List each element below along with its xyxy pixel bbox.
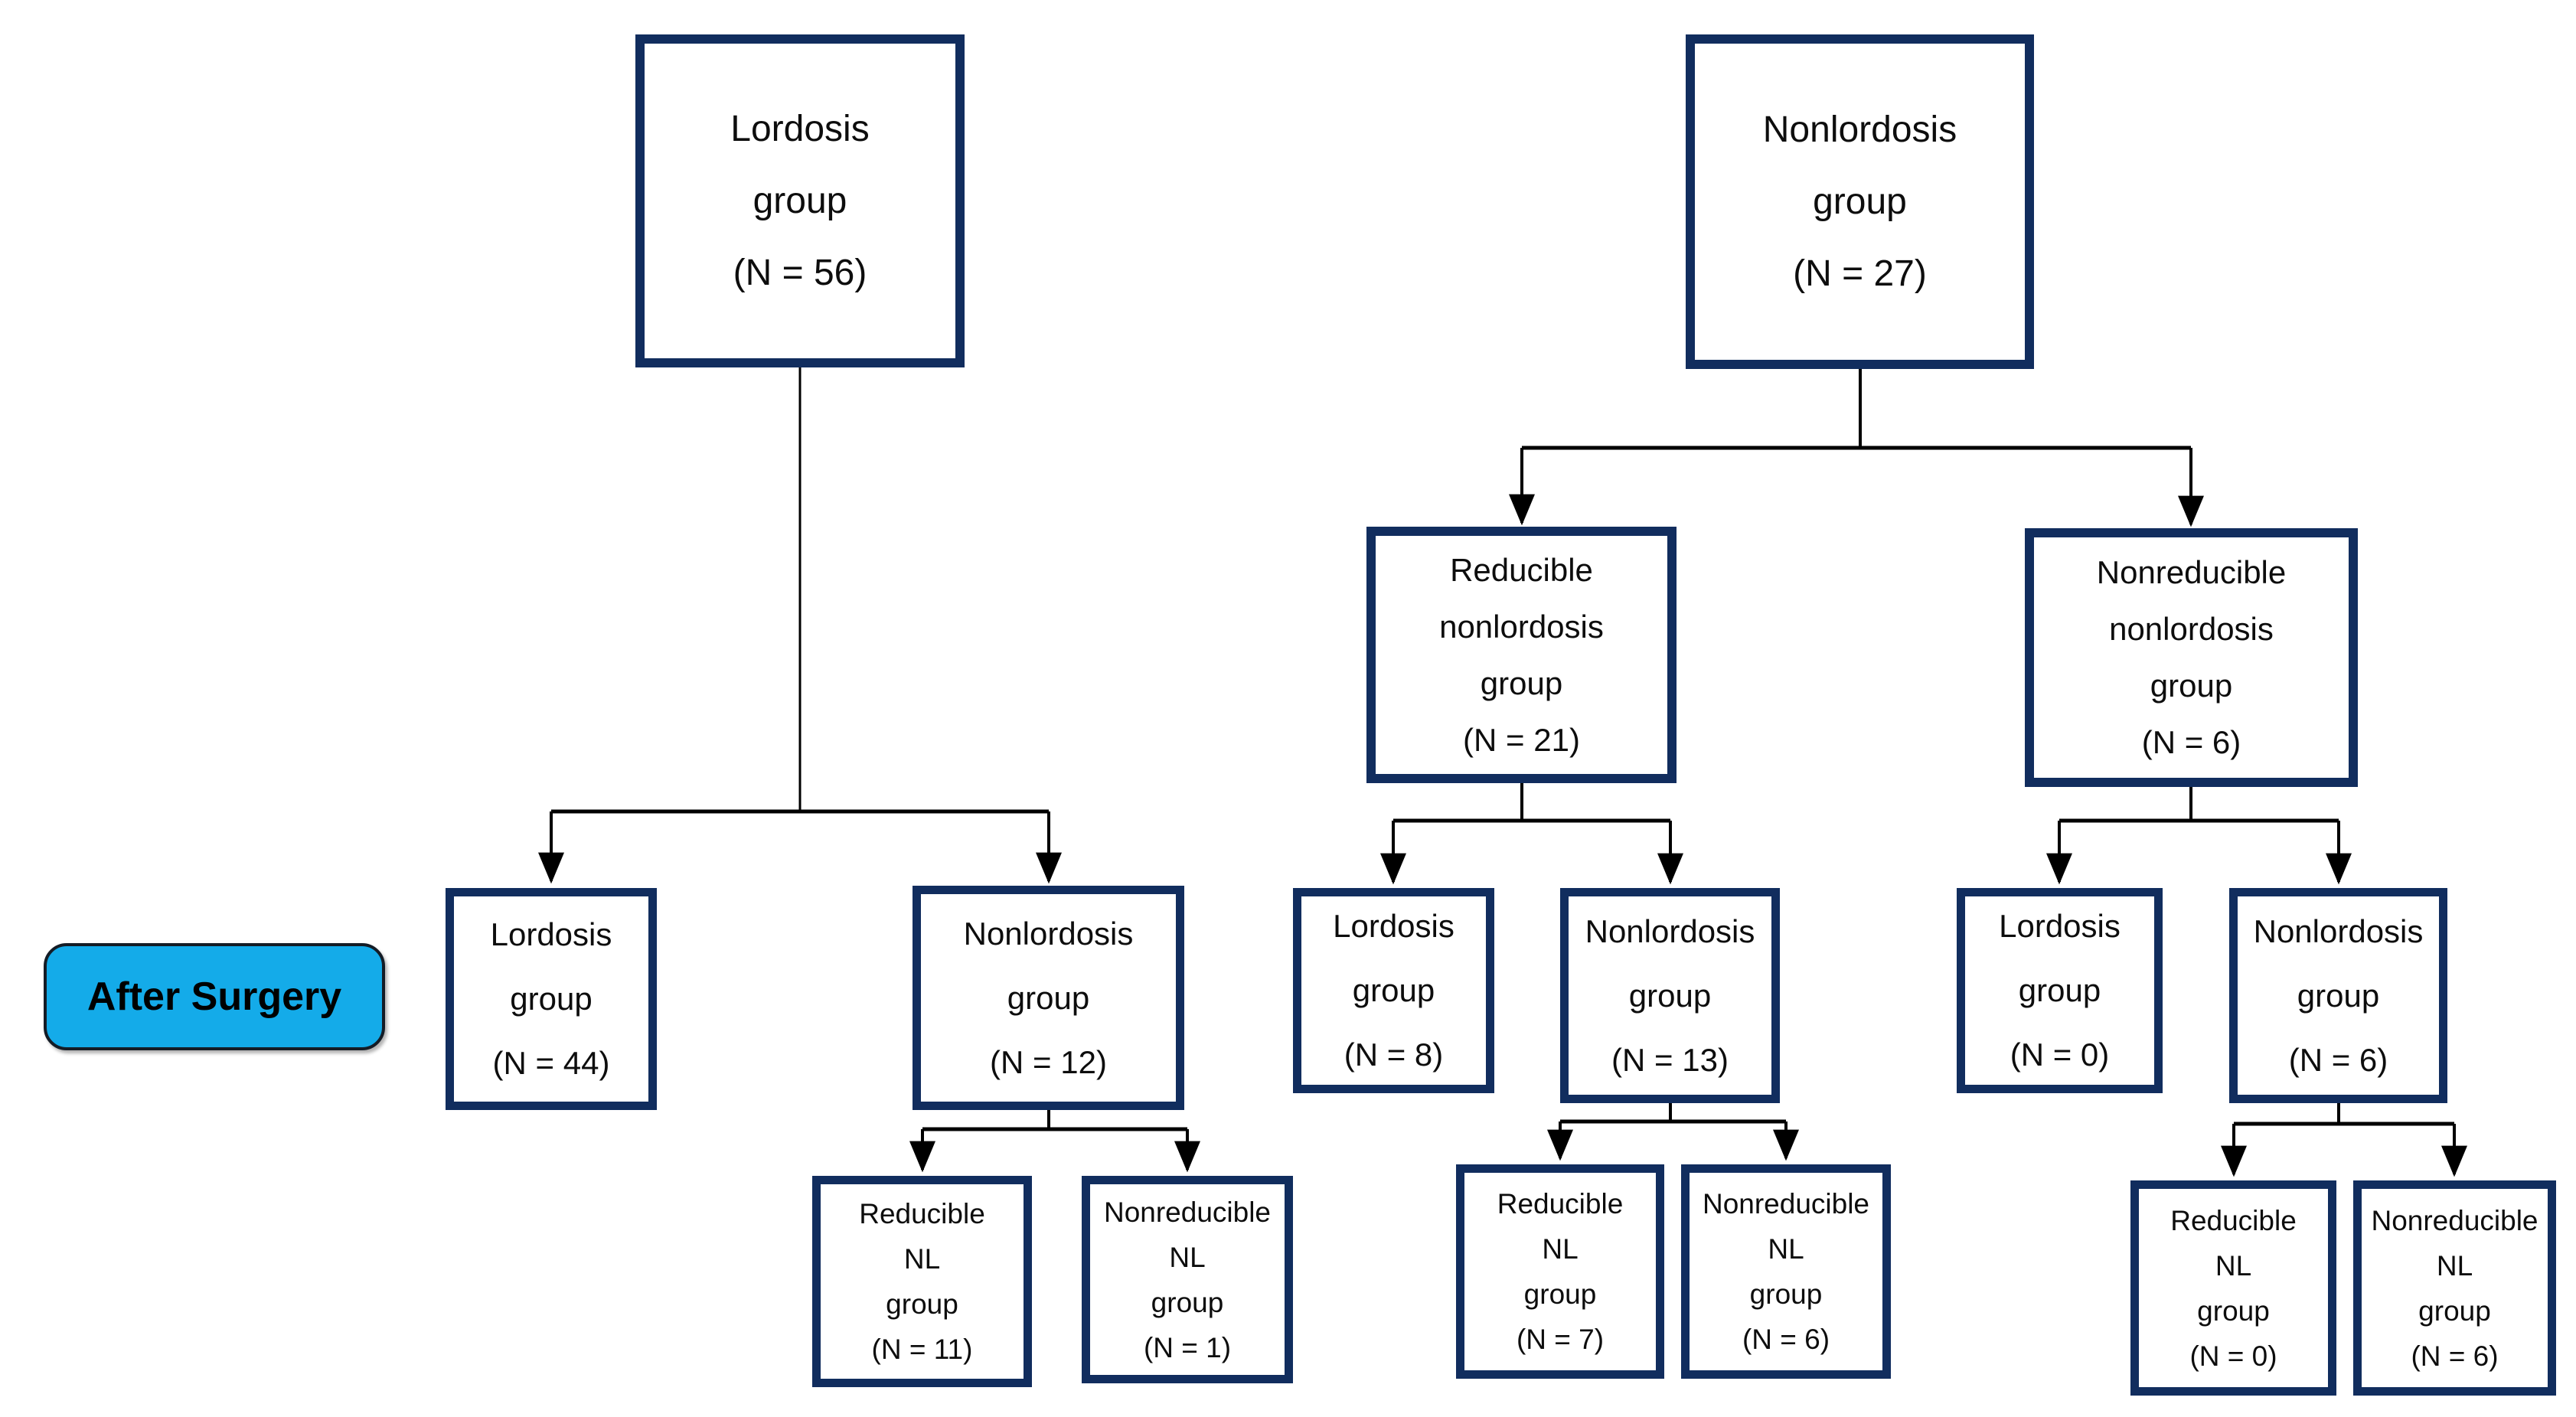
- node-text-line: group: [1749, 1278, 1823, 1310]
- node-text-line: group: [753, 180, 847, 221]
- after-surgery-label: After Surgery: [44, 943, 385, 1050]
- node-text-line: NL: [903, 1243, 941, 1275]
- box-lordosis-after-from-nonreducible: Lordosis group (N = 0): [1957, 888, 2163, 1093]
- node-text-line: group: [2197, 1295, 2270, 1327]
- node-n-value: (N = 13): [1611, 1041, 1729, 1078]
- box-nonlordosis-after-from-lordosis: Nonlordosis group (N = 12): [913, 886, 1184, 1110]
- box-reducible-nl-right: Reducible NL group (N = 0): [2130, 1180, 2336, 1396]
- node-text-line: Nonreducible: [1702, 1188, 1870, 1219]
- box-lordosis-group-pre: Lordosis group (N = 56): [635, 34, 965, 367]
- node-text-line: Reducible: [859, 1198, 985, 1229]
- box-nonreducible-nl-left: Nonreducible NL group (N = 1): [1082, 1176, 1293, 1383]
- node-text-line: NL: [1768, 1233, 1804, 1265]
- connector-nonlordosis-left-to-children: [909, 1110, 1200, 1173]
- box-lordosis-after-from-lordosis: Lordosis group (N = 44): [446, 888, 657, 1110]
- connector-nonlordosis-right-to-children: [2221, 1103, 2467, 1177]
- node-n-value: (N = 0): [2189, 1340, 2277, 1372]
- after-surgery-text: After Surgery: [87, 975, 342, 1019]
- node-text-line: group: [1523, 1278, 1597, 1310]
- node-text-line: nonlordosis: [1439, 608, 1604, 645]
- node-text-line: group: [510, 981, 593, 1017]
- node-n-value: (N = 0): [2010, 1037, 2110, 1073]
- node-text-line: Lordosis: [730, 108, 870, 149]
- node-text-line: group: [2418, 1295, 2491, 1327]
- box-reducible-nl-left: Reducible NL group (N = 11): [812, 1176, 1032, 1387]
- node-n-value: (N = 27): [1793, 253, 1927, 294]
- node-n-value: (N = 21): [1463, 721, 1580, 758]
- connector-nonlordosis-mid-to-children: [1547, 1103, 1799, 1161]
- node-text-line: Nonlordosis: [2253, 913, 2424, 949]
- box-nonreducible-nl-right: Nonreducible NL group (N = 6): [2353, 1180, 2556, 1396]
- node-n-value: (N = 1): [1143, 1331, 1232, 1363]
- node-text-line: NL: [2215, 1249, 2252, 1282]
- box-reducible-nonlordosis-group: Reducible nonlordosis group (N = 21): [1366, 527, 1677, 783]
- node-text-line: group: [1813, 181, 1907, 222]
- node-text-line: group: [1352, 972, 1435, 1008]
- node-text-line: NL: [1542, 1233, 1579, 1265]
- node-text-line: Reducible: [1497, 1188, 1624, 1219]
- node-n-value: (N = 12): [990, 1043, 1107, 1080]
- box-nonlordosis-after-from-reducible: Nonlordosis group (N = 13): [1560, 888, 1780, 1103]
- node-text-line: Nonlordosis: [963, 915, 1134, 952]
- node-text-line: group: [1007, 979, 1090, 1016]
- connector-nonreducible-to-children: [2046, 787, 2352, 885]
- node-text-line: Nonreducible: [2096, 554, 2287, 590]
- node-text-line: group: [1480, 664, 1563, 701]
- connector-reducible-to-children: [1380, 783, 1683, 885]
- box-lordosis-after-from-reducible: Lordosis group (N = 8): [1293, 888, 1494, 1093]
- connector-lordosis-pre-to-children: [538, 367, 1062, 884]
- node-n-value: (N = 11): [871, 1334, 973, 1365]
- box-nonlordosis-after-from-nonreducible: Nonlordosis group (N = 6): [2229, 888, 2447, 1103]
- node-n-value: (N = 56): [733, 252, 867, 293]
- node-n-value: (N = 44): [492, 1045, 610, 1081]
- node-text-line: Lordosis: [1999, 908, 2121, 944]
- node-text-line: Nonreducible: [1103, 1196, 1272, 1228]
- node-n-value: (N = 6): [2411, 1340, 2499, 1372]
- node-n-value: (N = 7): [1516, 1324, 1605, 1355]
- node-n-value: (N = 6): [2141, 724, 2241, 760]
- box-nonreducible-nl-mid: Nonreducible NL group (N = 6): [1681, 1164, 1891, 1379]
- node-text-line: NL: [2436, 1249, 2473, 1282]
- node-n-value: (N = 6): [2288, 1041, 2388, 1078]
- connector-nonlordosis-pre-to-children: [1509, 369, 2204, 527]
- node-text-line: group: [2018, 972, 2101, 1008]
- node-text-line: group: [2150, 668, 2233, 704]
- node-text-line: Lordosis: [490, 916, 612, 952]
- node-n-value: (N = 8): [1344, 1037, 1444, 1073]
- box-nonreducible-nonlordosis-group: Nonreducible nonlordosis group (N = 6): [2025, 528, 2358, 787]
- node-text-line: Nonlordosis: [1585, 913, 1755, 949]
- node-text-line: group: [2297, 977, 2380, 1014]
- node-text-line: Nonlordosis: [1762, 109, 1957, 150]
- node-text-line: nonlordosis: [2109, 611, 2274, 647]
- node-text-line: group: [1151, 1286, 1224, 1318]
- node-text-line: NL: [1169, 1241, 1206, 1273]
- node-text-line: Nonreducible: [2371, 1204, 2538, 1236]
- node-text-line: Reducible: [2170, 1204, 2297, 1236]
- box-nonlordosis-group-pre: Nonlordosis group (N = 27): [1686, 34, 2034, 369]
- node-text-line: group: [1628, 977, 1712, 1014]
- box-reducible-nl-mid: Reducible NL group (N = 7): [1456, 1164, 1664, 1379]
- node-text-line: group: [886, 1288, 958, 1320]
- node-text-line: Lordosis: [1333, 908, 1455, 944]
- node-n-value: (N = 6): [1742, 1324, 1830, 1355]
- node-text-line: Reducible: [1450, 551, 1593, 588]
